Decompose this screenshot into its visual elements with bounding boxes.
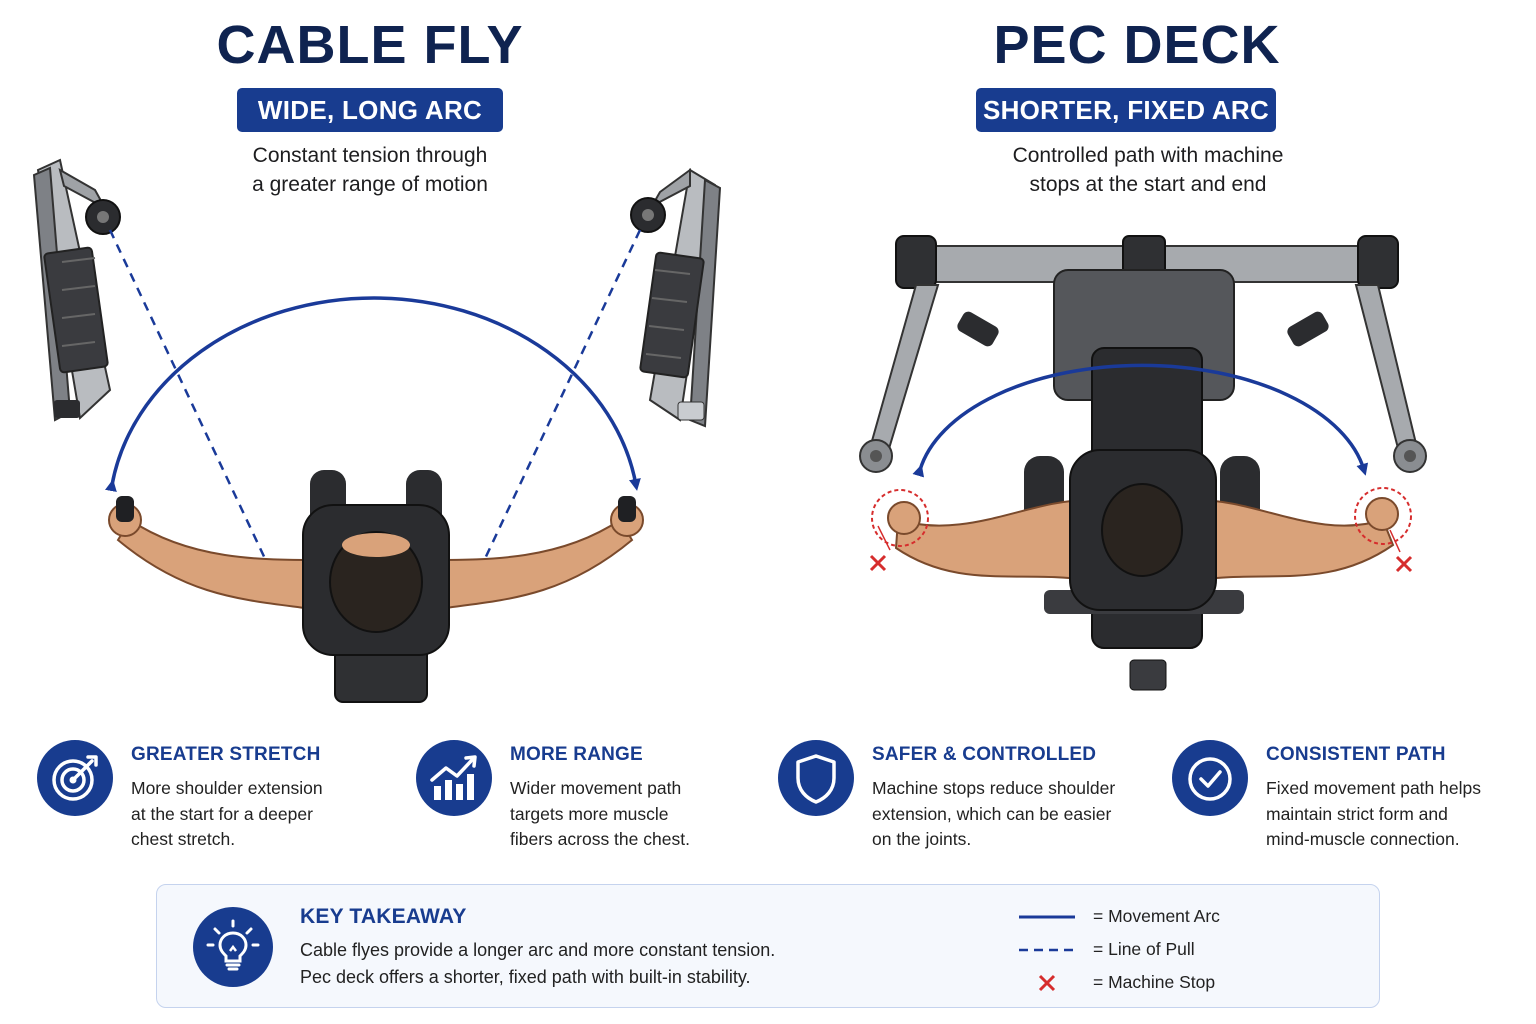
feature-body-line: More shoulder extension [131, 778, 323, 798]
legend-item-machine-stop: = Machine Stop [1017, 967, 1357, 1000]
feature-body: Machine stops reduce shoulder extension,… [872, 776, 1142, 853]
feature-body-line: targets more muscle [510, 803, 669, 824]
pec-deck-illustration [859, 235, 1427, 691]
left-line-of-pull [108, 229, 270, 566]
pec-deck-description-line: stops at the start and end [1029, 173, 1267, 196]
feature-body-line: on the joints. [872, 829, 972, 849]
pec-deck-description: Controlled path with machine stops at th… [764, 141, 1532, 199]
key-takeaway-box: KEY TAKEAWAY Cable flyes provide a longe… [156, 884, 1380, 1008]
feature-title: SAFER & CONTROLLED [872, 744, 1097, 765]
takeaway-body-line: Pec deck offers a shorter, fixed path wi… [300, 967, 751, 987]
cable-fly-panel: CABLE FLY WIDE, LONG ARC Constant tensio… [0, 0, 768, 720]
feature-body-line: maintain strict form and [1266, 803, 1448, 824]
right-line-of-pull [480, 229, 642, 566]
feature-body-line: fibers across the chest. [510, 829, 690, 849]
cable-fly-subtitle-badge: WIDE, LONG ARC [237, 88, 503, 132]
cable-fly-description: Constant tension through a greater range… [0, 141, 754, 199]
lightbulb-icon [193, 907, 273, 987]
takeaway-title: KEY TAKEAWAY [300, 905, 467, 928]
pec-deck-subtitle-badge: SHORTER, FIXED ARC [976, 88, 1276, 132]
takeaway-body: Cable flyes provide a longer arc and mor… [300, 937, 775, 991]
pec-deck-title: PEC DECK [993, 15, 1281, 75]
pec-deck-athlete [887, 449, 1399, 611]
target-icon [37, 740, 113, 816]
solid-line-swatch [1019, 915, 1075, 919]
feature-body-line: Wider movement path [510, 778, 682, 798]
red-x-icon [1038, 974, 1056, 992]
feature-body: Wider movement path targets more muscle … [510, 776, 780, 853]
feature-title: GREATER STRETCH [131, 744, 321, 765]
legend-label: = Line of Pull [1093, 939, 1195, 959]
shield-icon [778, 740, 854, 816]
machine-stop-right [1354, 487, 1413, 573]
legend-item-movement-arc: = Movement Arc [1017, 901, 1357, 934]
legend-item-line-of-pull: = Line of Pull [1017, 934, 1357, 967]
check-circle-icon [1172, 740, 1248, 816]
cable-fly-title: CABLE FLY [216, 15, 524, 75]
legend-label: = Machine Stop [1093, 972, 1216, 992]
dashed-line-swatch [1019, 948, 1075, 952]
feature-title: MORE RANGE [510, 744, 643, 765]
movement-arc [912, 363, 1369, 478]
pec-deck-description-line: Controlled path with machine [1012, 144, 1284, 167]
legend-label: = Movement Arc [1093, 906, 1220, 926]
cable-fly-description-line: Constant tension through [252, 144, 488, 167]
machine-stop-left [869, 489, 929, 572]
feature-body: Fixed movement path helps maintain stric… [1266, 776, 1536, 853]
feature-body-line: mind-muscle connection. [1266, 829, 1460, 849]
takeaway-body-line: Cable flyes provide a longer arc and mor… [300, 940, 776, 960]
feature-body-line: Fixed movement path helps [1266, 778, 1481, 798]
feature-title: CONSISTENT PATH [1266, 744, 1446, 765]
cable-fly-athlete [108, 470, 644, 656]
movement-arc [105, 296, 641, 492]
feature-body-line: extension, which can be easier [872, 803, 1112, 824]
growth-chart-icon [416, 740, 492, 816]
right-cable-machine [630, 168, 722, 428]
feature-body-line: chest stretch. [131, 829, 236, 849]
feature-body-line: Machine stops reduce shoulder [872, 778, 1116, 798]
legend: = Movement Arc = Line of Pull = Machine … [1017, 901, 1357, 1000]
feature-body-line: at the start for a deeper [131, 803, 313, 824]
cable-fly-description-line: a greater range of motion [252, 173, 488, 196]
pec-deck-panel: PEC DECK SHORTER, FIXED ARC Controlled p… [768, 0, 1536, 720]
feature-body: More shoulder extension at the start for… [131, 776, 401, 853]
cable-fly-illustration [32, 158, 722, 703]
left-cable-machine [32, 158, 121, 422]
